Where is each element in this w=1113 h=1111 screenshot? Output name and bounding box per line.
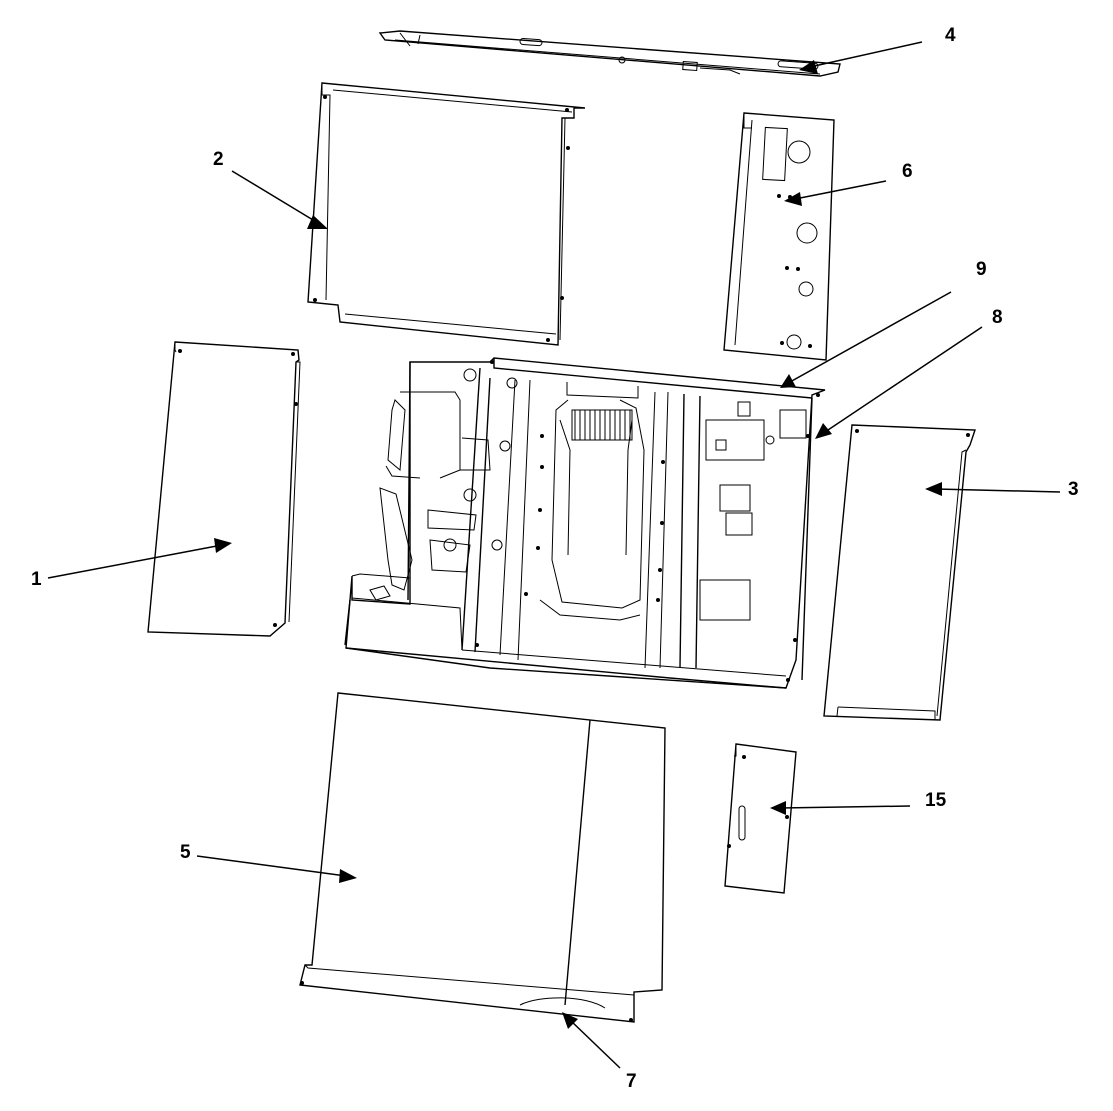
leader-4 (809, 41, 923, 68)
leader-2 (231, 170, 319, 224)
part-1-left-panel (147, 341, 301, 637)
callout-8: 8 (992, 307, 1003, 328)
leader-1 (47, 544, 223, 579)
part-15-cover-plate (724, 743, 797, 894)
callout-3: 3 (1068, 479, 1079, 500)
part-3-right-panel (823, 424, 976, 721)
leader-15 (779, 805, 911, 809)
part-5-front-cover (299, 692, 666, 1023)
callout-4: 4 (945, 25, 956, 46)
callout-7: 7 (626, 1071, 637, 1092)
leader-5 (196, 855, 347, 877)
central-chassis (344, 357, 826, 689)
part-4-top-cover (378, 30, 841, 77)
callout-5: 5 (180, 842, 191, 863)
leader-9 (789, 291, 952, 383)
callout-9: 9 (976, 259, 987, 280)
callout-2: 2 (213, 149, 224, 170)
leader-3 (935, 488, 1061, 493)
part-6-electrical-panel (723, 112, 835, 361)
callout-15: 15 (925, 790, 947, 811)
callout-1: 1 (31, 569, 42, 590)
leader-8 (824, 326, 983, 433)
leader-lines (47, 41, 1061, 1069)
callout-labels: 1 2 3 4 5 6 7 8 9 15 (31, 25, 1079, 1092)
leader-6 (794, 180, 887, 200)
callout-6: 6 (902, 161, 913, 182)
part-2-side-panel (307, 82, 586, 346)
leader-7 (569, 1019, 621, 1069)
